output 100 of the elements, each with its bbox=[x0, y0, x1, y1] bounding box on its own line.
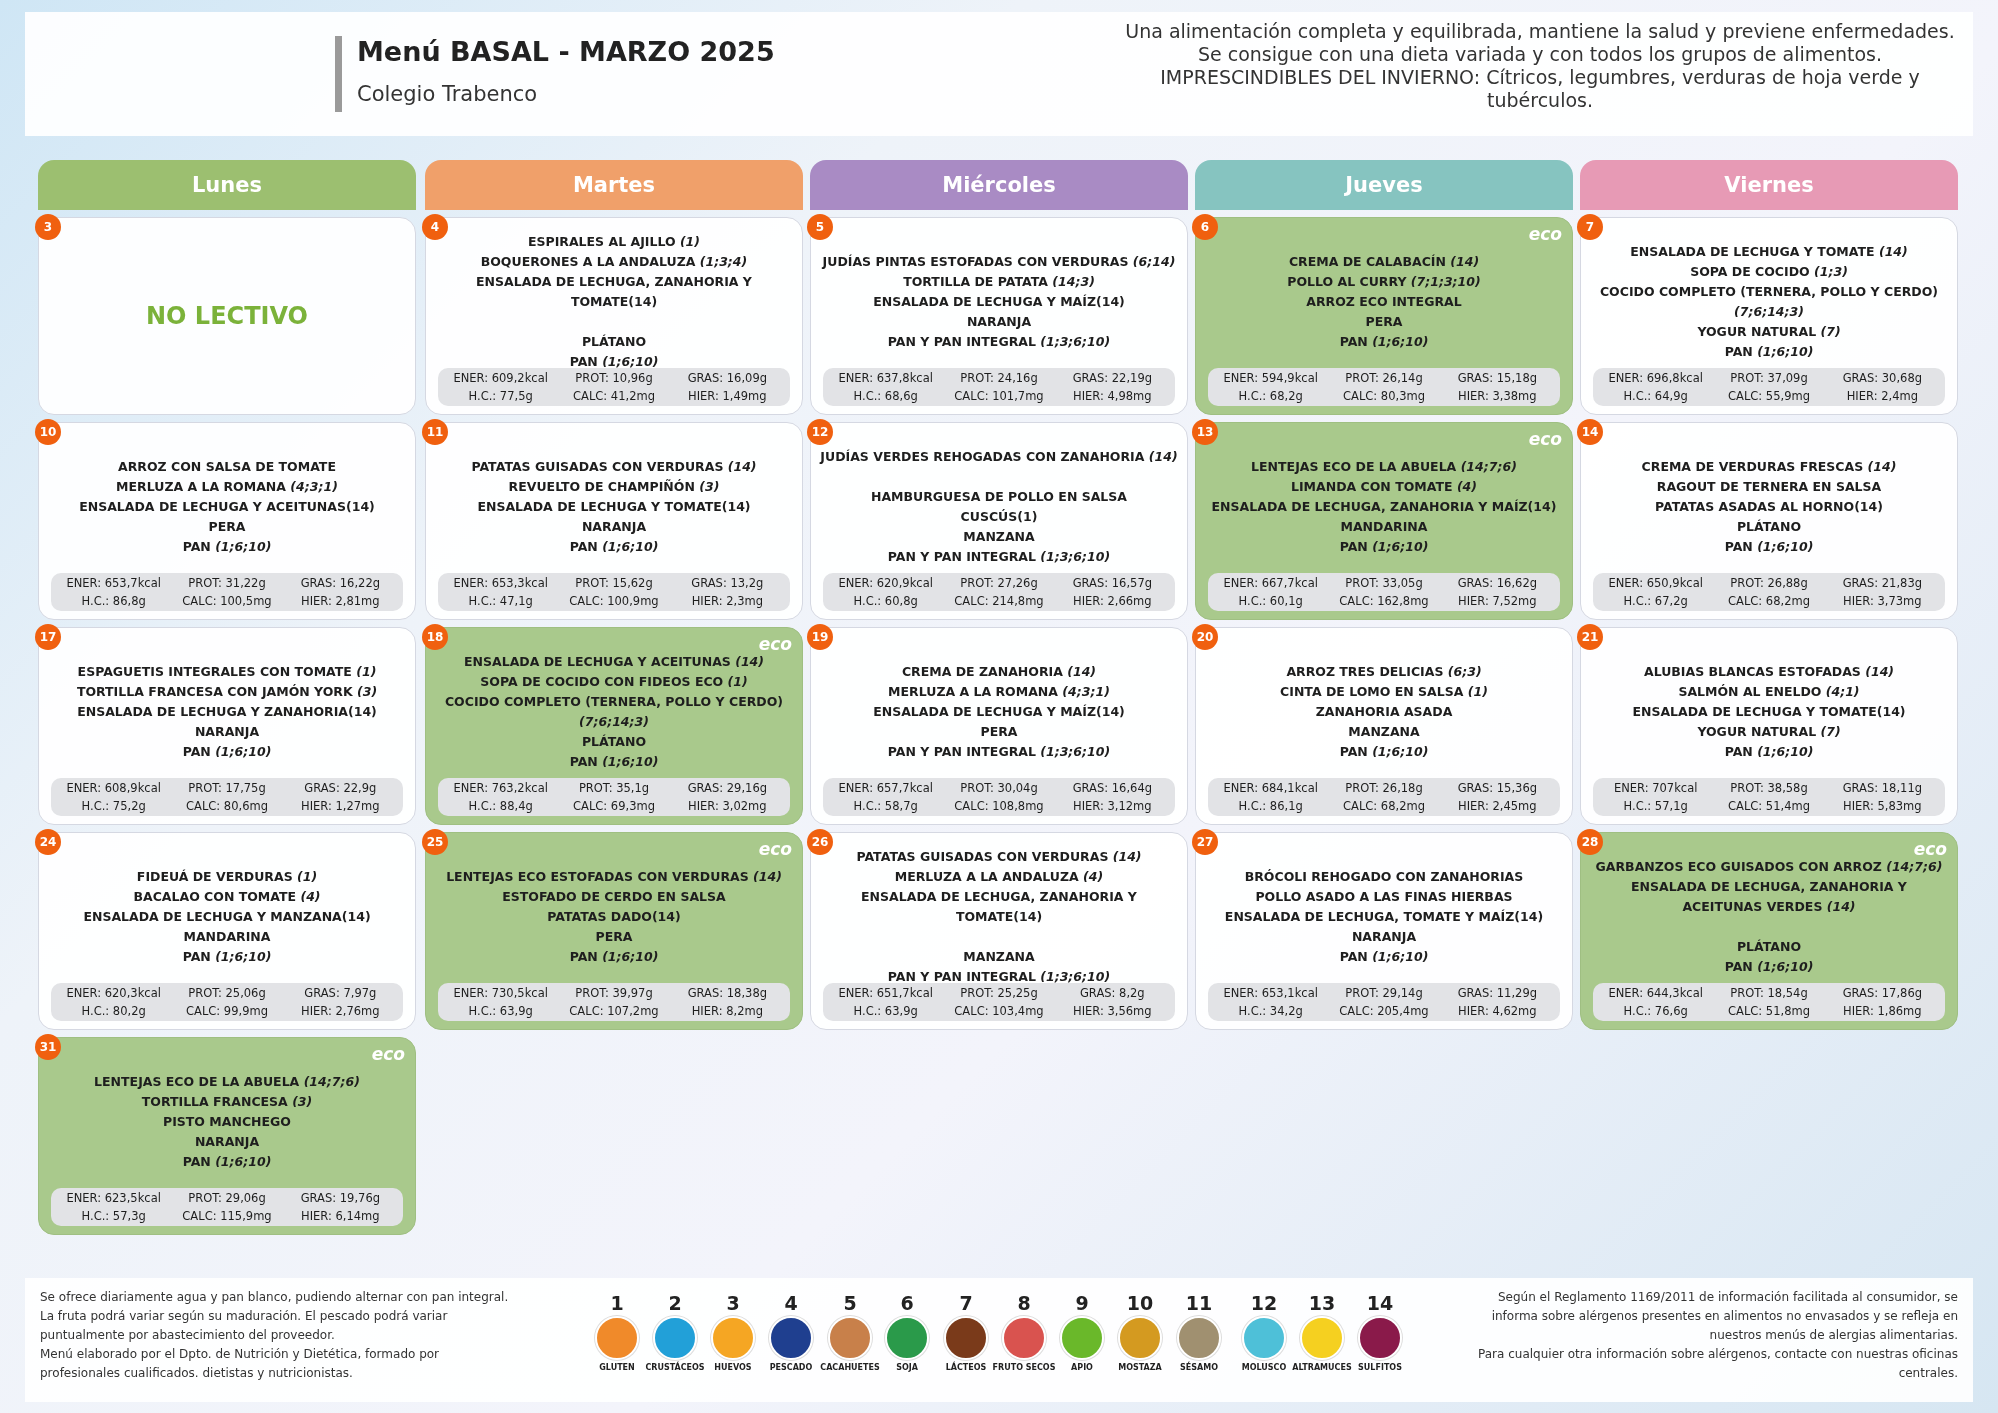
dish-text: MANDARINA bbox=[1340, 518, 1428, 536]
dish-text: PAN Y PAN INTEGRAL (1;3;6;10) bbox=[887, 743, 1111, 761]
nutrition-value: PROT: 30,04g bbox=[960, 780, 1038, 796]
nutrition-bar bbox=[1208, 368, 1560, 406]
nutrition-value: HIER: 6,14mg bbox=[301, 1208, 380, 1224]
menu-card bbox=[1580, 627, 1958, 825]
nutrition-value: ENER: 684,1kcal bbox=[1223, 780, 1318, 796]
nutrition-bar bbox=[823, 368, 1175, 406]
nutrition-value: H.C.: 64,9g bbox=[1623, 388, 1688, 404]
dish-text: PAN Y PAN INTEGRAL (1;3;6;10) bbox=[887, 333, 1111, 351]
menu-card bbox=[38, 832, 416, 1030]
nutrition-value: ENER: 650,9kcal bbox=[1608, 575, 1703, 591]
nutrition-value: GRAS: 29,16g bbox=[687, 780, 767, 796]
menu-card bbox=[1195, 217, 1573, 415]
eco-label: eco bbox=[1528, 429, 1562, 449]
nutrition-value: PROT: 29,14g bbox=[1345, 985, 1423, 1001]
allergen-number: 14 bbox=[1366, 1292, 1394, 1314]
allergen-number: 5 bbox=[843, 1292, 857, 1314]
nutrition-bar bbox=[51, 983, 403, 1021]
dish-text: TORTILLA DE PATATA (14;3) bbox=[903, 273, 1095, 291]
dish-text: ENSALADA DE LECHUGA Y TOMATE(14) bbox=[1632, 703, 1906, 721]
nutrition-value: H.C.: 57,3g bbox=[81, 1208, 146, 1224]
nutrition-value: CALC: 101,7mg bbox=[954, 388, 1044, 404]
nutrition-value: H.C.: 86,1g bbox=[1238, 798, 1303, 814]
dish-text: RAGOUT DE TERNERA EN SALSA bbox=[1656, 478, 1882, 496]
nutrition-value: CALC: 107,2mg bbox=[569, 1003, 659, 1019]
dish-text: CREMA DE ZANAHORIA (14) bbox=[901, 663, 1097, 681]
dish-text: COCIDO COMPLETO (TERNERA, POLLO Y CERDO) (7;6;14;3) bbox=[443, 693, 785, 731]
dish-text: PATATAS GUISADAS CON VERDURAS (14) bbox=[856, 848, 1142, 866]
dish-text: ENSALADA DE LECHUGA Y MAÍZ(14) bbox=[873, 293, 1125, 311]
eco-label: eco bbox=[758, 634, 792, 654]
dish-text: CREMA DE VERDURAS FRESCAS (14) bbox=[1641, 458, 1897, 476]
dish-text: ALUBIAS BLANCAS ESTOFADAS (14) bbox=[1643, 663, 1895, 681]
nutrition-bar bbox=[1593, 573, 1945, 611]
dish-text: ESPIRALES AL AJILLO (1) bbox=[527, 233, 701, 251]
menu-card bbox=[1195, 627, 1573, 825]
allergen-number: 1 bbox=[610, 1292, 624, 1314]
allergen-number: 13 bbox=[1308, 1292, 1336, 1314]
nutrition-value: GRAS: 11,29g bbox=[1457, 985, 1537, 1001]
dish-text: PATATAS DADO(14) bbox=[547, 908, 681, 926]
nutrition-value: ENER: 623,5kcal bbox=[66, 1190, 161, 1206]
nutrition-value: CALC: 41,2mg bbox=[573, 388, 655, 404]
nutrition-value: H.C.: 60,8g bbox=[853, 593, 918, 609]
nutrition-value: H.C.: 47,1g bbox=[468, 593, 533, 609]
nutrition-bar bbox=[438, 983, 790, 1021]
eco-label: eco bbox=[1528, 224, 1562, 244]
menu-card bbox=[1195, 422, 1573, 620]
day-number: 12 bbox=[807, 419, 833, 445]
footer-note: Menú elaborado por el Dpto. de Nutrición y Dietética, formado por profesionales cualificados. dietistas y nutricionistas. bbox=[40, 1346, 441, 1382]
dish-text: TORTILLA FRANCESA CON JAMÓN YORK (3) bbox=[76, 683, 378, 701]
allergen-number: 3 bbox=[726, 1292, 740, 1314]
dish-text: NARANJA bbox=[194, 1133, 260, 1151]
nutrition-value: ENER: 609,2kcal bbox=[453, 370, 548, 386]
day-number: 20 bbox=[1192, 624, 1218, 650]
allergen-number: 10 bbox=[1126, 1292, 1154, 1314]
menu-card bbox=[38, 1037, 416, 1235]
nutrition-value: HIER: 3,56mg bbox=[1073, 1003, 1152, 1019]
nutrition-value: GRAS: 19,76g bbox=[300, 1190, 380, 1206]
nutrition-value: PROT: 29,06g bbox=[188, 1190, 266, 1206]
nutrition-value: PROT: 35,1g bbox=[578, 780, 650, 796]
nutrition-bar bbox=[438, 368, 790, 406]
nutrition-value: H.C.: 63,9g bbox=[468, 1003, 533, 1019]
nutrition-value: CALC: 214,8mg bbox=[954, 593, 1044, 609]
day-number: 3 bbox=[35, 214, 61, 240]
nutrition-value: PROT: 39,97g bbox=[575, 985, 653, 1001]
nutrition-value: ENER: 763,2kcal bbox=[453, 780, 548, 796]
dish-text: SOPA DE COCIDO (1;3) bbox=[1690, 263, 1848, 281]
dish-text: PERA bbox=[980, 723, 1018, 741]
nutrition-value: GRAS: 18,11g bbox=[1842, 780, 1922, 796]
dish-text: PAN (1;6;10) bbox=[569, 538, 659, 556]
footer-note: Según el Reglamento 1169/2011 de información facilitada al consumidor, se informa sobre alérgenos presentes en alimentos no envasados y se refleja en nuestros menús de alergias alimentarias. bbox=[1490, 1289, 1958, 1344]
nutrition-value: ENER: 707kcal bbox=[1613, 780, 1698, 796]
dish-text: CINTA DE LOMO EN SALSA (1) bbox=[1280, 683, 1488, 701]
eco-label: eco bbox=[1913, 839, 1947, 859]
menu-card bbox=[810, 627, 1188, 825]
menu-card bbox=[38, 422, 416, 620]
dish-text: MANZANA bbox=[1348, 723, 1420, 741]
nutrition-bar bbox=[823, 983, 1175, 1021]
dish-text: BOQUERONES A LA ANDALUZA (1;3;4) bbox=[480, 253, 748, 271]
dish-text: PAN (1;6;10) bbox=[1339, 743, 1429, 761]
day-number: 31 bbox=[35, 1034, 61, 1060]
dish-text: ENSALADA DE LECHUGA Y ACEITUNAS (14) bbox=[464, 653, 764, 671]
footer-note: Para cualquier otra información sobre alérgenos, contacte con nuestras oficinas centrales. bbox=[1477, 1346, 1958, 1382]
nutrition-value: PROT: 10,96g bbox=[575, 370, 653, 386]
nutrition-value: ENER: 620,9kcal bbox=[838, 575, 933, 591]
dish-text: ENSALADA DE LECHUGA Y ZANAHORIA(14) bbox=[77, 703, 377, 721]
menu-card bbox=[810, 422, 1188, 620]
nutrition-value: GRAS: 16,22g bbox=[300, 575, 380, 591]
nutrition-value: PROT: 24,16g bbox=[960, 370, 1038, 386]
dish-text: ARROZ CON SALSA DE TOMATE bbox=[118, 458, 336, 476]
dish-text: PLÁTANO bbox=[1736, 518, 1802, 536]
dish-text: ARROZ ECO INTEGRAL bbox=[1306, 293, 1462, 311]
day-number: 26 bbox=[807, 829, 833, 855]
menu-card bbox=[810, 832, 1188, 1030]
allergen-name: CRUSTÁCEOS bbox=[645, 1363, 705, 1372]
allergen-number: 7 bbox=[959, 1292, 973, 1314]
dish-text: ZANAHORIA ASADA bbox=[1315, 703, 1453, 721]
nutrition-bar bbox=[823, 778, 1175, 816]
dish-text: PISTO MANCHEGO bbox=[163, 1113, 291, 1131]
nutrition-bar bbox=[438, 778, 790, 816]
